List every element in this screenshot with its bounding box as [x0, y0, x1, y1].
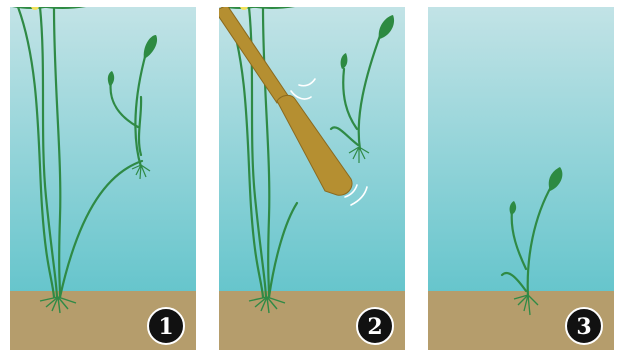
step-badge-2: 2 [357, 308, 393, 344]
step-badge-1: 1 [148, 308, 184, 344]
panel-step-1: 1 [10, 7, 196, 350]
scene-fragment-rooting-icon: 3 [428, 7, 614, 350]
scene-paddle-breaking-stem-icon: 2 [219, 7, 405, 350]
panel-step-3: 3 [428, 7, 614, 350]
panel-step-2: 2 [219, 7, 405, 350]
water [10, 7, 196, 293]
step-number: 3 [576, 314, 591, 340]
step-number: 1 [158, 314, 173, 340]
scene-intact-plants-icon: 1 [10, 7, 196, 350]
step-number: 2 [367, 314, 382, 340]
step-badge-3: 3 [566, 308, 602, 344]
water [428, 7, 614, 293]
